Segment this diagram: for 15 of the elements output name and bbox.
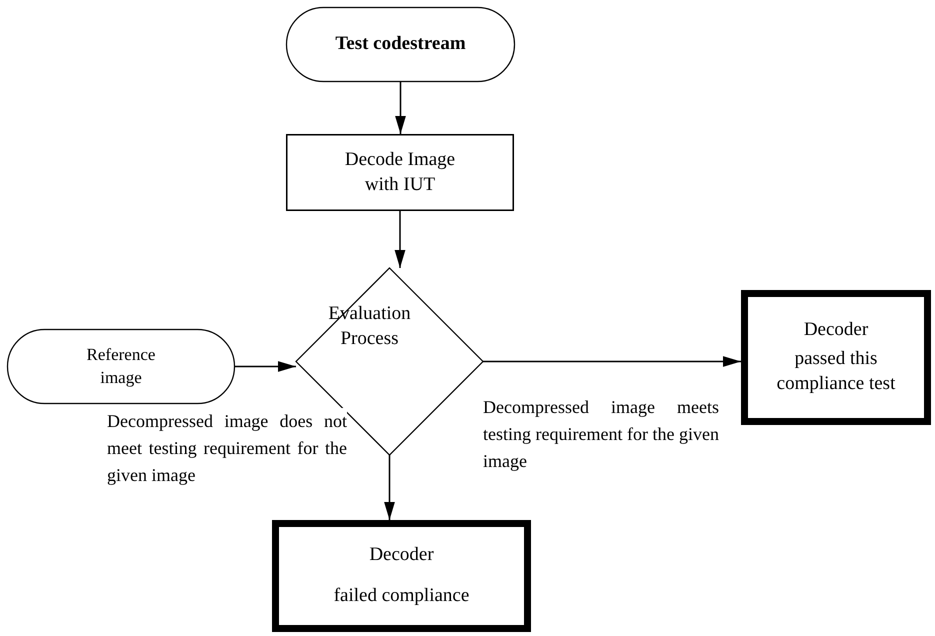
process-box bbox=[286, 134, 514, 211]
arrow bbox=[395, 82, 406, 134]
node-text: Decoder bbox=[804, 318, 868, 342]
result-box bbox=[741, 290, 931, 425]
arrow bbox=[235, 361, 296, 372]
terminal-title: Test codestream bbox=[335, 32, 466, 56]
node-text: passed this compliance test bbox=[776, 347, 896, 396]
node-text: failed compliance bbox=[334, 584, 470, 608]
node-text: Decode Image with IUT bbox=[344, 148, 456, 196]
result-box bbox=[272, 520, 531, 632]
arrow bbox=[384, 455, 395, 520]
node-text: Reference image bbox=[86, 344, 156, 389]
arrow bbox=[394, 211, 406, 268]
node-text: Decoder bbox=[369, 543, 434, 568]
arrow bbox=[483, 356, 741, 367]
